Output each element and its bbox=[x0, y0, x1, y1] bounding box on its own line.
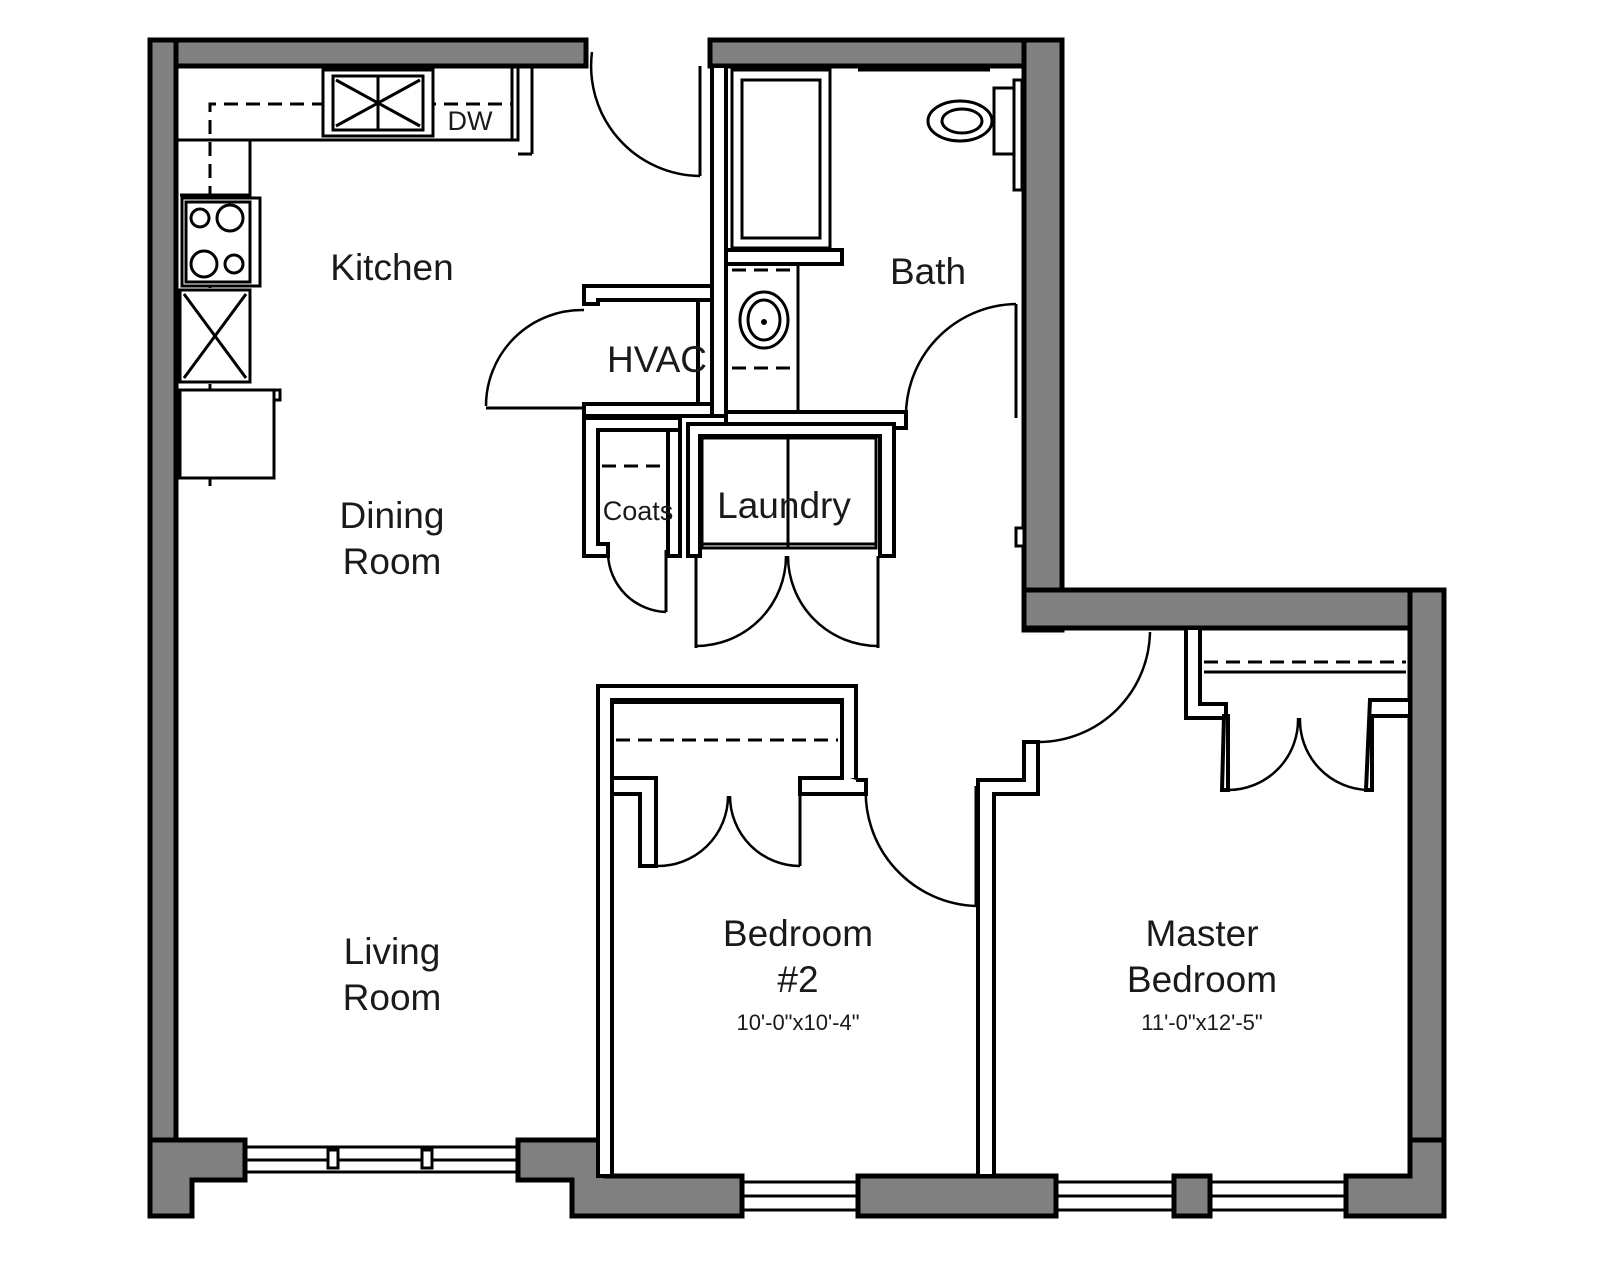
pier-bottom-center bbox=[855, 1173, 1059, 1219]
window-bedroom-2 bbox=[742, 1180, 858, 1212]
window-master-bedroom-b bbox=[1210, 1180, 1346, 1212]
coats-closet bbox=[582, 416, 682, 614]
label-master-line1: Master bbox=[1145, 913, 1258, 954]
hall-switch bbox=[1014, 526, 1026, 548]
label-master-line2: Bedroom bbox=[1127, 959, 1277, 1000]
window-master-bedroom-a bbox=[1056, 1180, 1174, 1212]
wall-right-lower bbox=[1407, 587, 1447, 1183]
refrigerator bbox=[178, 388, 282, 480]
bath bbox=[710, 64, 1024, 430]
bath-left-wall bbox=[710, 64, 728, 418]
kitchen-cabinet bbox=[178, 288, 252, 384]
master-closet-doors bbox=[1227, 717, 1369, 792]
burner-icon bbox=[215, 203, 245, 233]
bedroom-2-walls bbox=[596, 684, 978, 1178]
bedroom-2-closet-doors bbox=[655, 794, 802, 868]
pier-bottom-left bbox=[147, 1137, 248, 1219]
laundry-closet bbox=[686, 422, 896, 648]
label-kitchen: Kitchen bbox=[330, 247, 453, 288]
label-bedroom2-size: 10'-0"x10'-4" bbox=[736, 1010, 859, 1035]
bath-door bbox=[904, 302, 1018, 421]
laundry-doors bbox=[694, 555, 880, 648]
room-labels: Kitchen Bath HVAC Coats Laundry Dining R… bbox=[330, 247, 1277, 1035]
kitchen-counters: DW bbox=[176, 66, 534, 486]
pier-bottom-mid-left bbox=[515, 1137, 745, 1219]
wall-top-right bbox=[707, 37, 1065, 69]
stove bbox=[180, 196, 262, 288]
burner-icon bbox=[189, 207, 211, 229]
window-living-room bbox=[245, 1145, 518, 1174]
label-bedroom2-line1: Bedroom bbox=[723, 913, 873, 954]
bathtub bbox=[730, 68, 832, 250]
dishwasher-label: DW bbox=[448, 106, 493, 136]
windows bbox=[245, 1145, 1346, 1212]
wall-step bbox=[1021, 587, 1447, 631]
label-bath: Bath bbox=[890, 251, 966, 292]
burner-icon bbox=[189, 249, 219, 279]
label-laundry: Laundry bbox=[717, 485, 851, 526]
label-coats: Coats bbox=[603, 496, 674, 526]
label-dining-line1: Dining bbox=[340, 495, 445, 536]
kitchen-sink bbox=[321, 68, 435, 138]
burner-icon bbox=[223, 253, 245, 275]
label-hvac: HVAC bbox=[607, 339, 707, 380]
master-bedroom-door bbox=[1039, 631, 1152, 744]
exterior-walls bbox=[147, 37, 1447, 1219]
washer-dryer bbox=[700, 436, 878, 550]
tub-ledge bbox=[724, 248, 844, 266]
label-dining-line2: Room bbox=[343, 541, 442, 582]
label-bedroom2-line2: #2 bbox=[777, 959, 818, 1000]
label-living-line2: Room bbox=[343, 977, 442, 1018]
master-bedroom-walls bbox=[976, 626, 1412, 1178]
label-living-line1: Living bbox=[344, 931, 441, 972]
toilet bbox=[926, 78, 1024, 192]
wall-left bbox=[147, 37, 179, 1183]
wall-right-upper bbox=[1021, 37, 1065, 633]
label-master-size: 11'-0"x12'-5" bbox=[1141, 1010, 1262, 1035]
entry-door bbox=[589, 51, 702, 178]
hvac-door bbox=[484, 308, 585, 410]
wall-top-left bbox=[147, 37, 589, 69]
counter-outline bbox=[176, 66, 520, 197]
coats-door bbox=[606, 550, 668, 614]
vanity bbox=[732, 264, 800, 412]
pier-bottom-mid-right bbox=[1171, 1173, 1213, 1219]
bedroom-2-door bbox=[864, 783, 978, 908]
pier-bottom-right bbox=[1343, 1137, 1447, 1219]
